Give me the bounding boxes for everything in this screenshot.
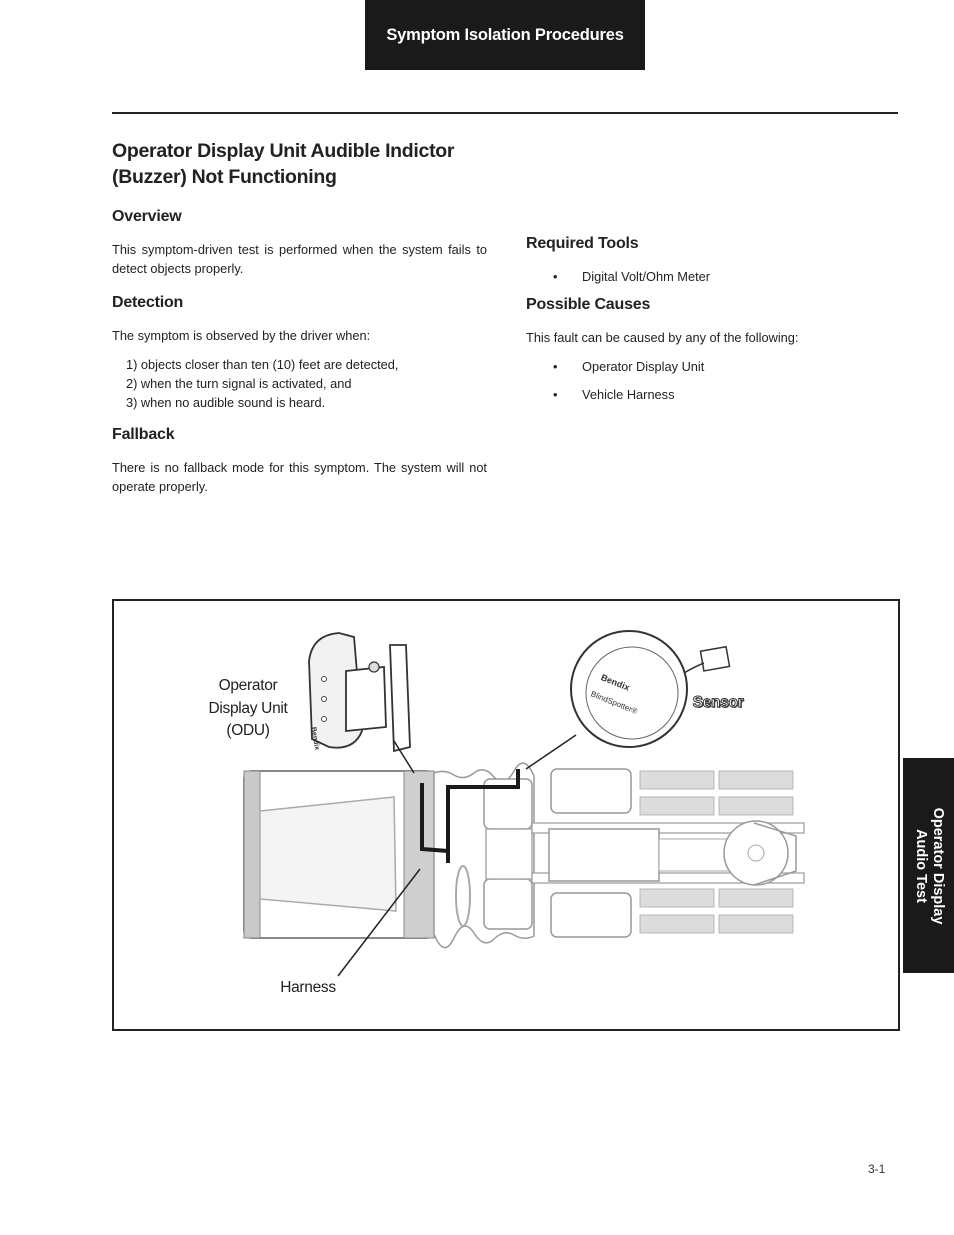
sensor-device-illustration [570,630,731,748]
harness-wire [420,769,520,863]
fallback-text: There is no fallback mode for this sympt… [112,460,487,494]
harness-leader-line [337,868,421,977]
header-tab-label: Symptom Isolation Procedures [386,25,624,44]
header-section-tab: Symptom Isolation Procedures [365,0,645,70]
required-tool-item: Digital Volt/Ohm Meter [526,267,898,286]
side-section-tab: Operator Display Audio Test [903,758,954,973]
detection-item: 3) when no audible sound is heard. [126,395,326,410]
system-diagram-figure: Bendix Bendix BlindSpotter® Operator Dis… [112,599,900,1031]
odu-label-line-3: (ODU) [226,722,270,739]
odu-label: Operator Display Unit (ODU) [196,675,300,743]
detection-heading: Detection [112,294,184,311]
possible-causes-heading: Possible Causes [526,296,651,313]
possible-cause-item: Operator Display Unit [526,357,898,376]
odu-device-illustration [308,632,411,753]
page-number: 3-1 [868,1162,886,1176]
fallback-heading: Fallback [112,426,175,443]
title-line-1: Operator Display Unit Audible Indictor [112,140,455,162]
overview-heading: Overview [112,208,182,225]
detection-intro: The symptom is observed by the driver wh… [112,328,371,343]
right-column: Required Tools Digital Volt/Ohm Meter Po… [526,235,898,414]
detection-list: 1) objects closer than ten (10) feet are… [126,355,487,412]
side-tab-label: Operator Display Audio Test [912,807,946,924]
possible-cause-item: Vehicle Harness [526,385,898,404]
sensor-leader-line [525,734,577,770]
overview-text: This symptom-driven test is performed wh… [112,242,487,276]
possible-causes-intro: This fault can be caused by any of the f… [526,330,799,345]
detection-item: 1) objects closer than ten (10) feet are… [126,357,399,372]
title-line-2: (Buzzer) Not Functioning [112,166,337,188]
odu-label-line-2: Display Unit [208,699,288,717]
required-tools-list: Digital Volt/Ohm Meter [526,267,898,286]
truck-cab-illustration [243,762,535,949]
possible-causes-list: Operator Display Unit Vehicle Harness [526,357,898,404]
harness-label: Harness [280,979,336,996]
side-tab-line-2: Audio Test [912,828,929,903]
truck-chassis-illustration [531,768,805,938]
sensor-label: Sensor [692,694,744,712]
detection-item: 2) when the turn signal is activated, an… [126,376,352,391]
header-rule [112,112,898,114]
left-column: Overview This symptom-driven test is per… [112,208,487,506]
vehicle-diagram-illustration: Bendix Bendix BlindSpotter® [243,630,805,977]
odu-brand-label: Bendix [309,727,320,751]
required-tools-heading: Required Tools [526,235,639,252]
side-tab-line-1: Operator Display [929,807,946,924]
odu-label-line-1: Operator [218,677,278,694]
page-title: Operator Display Unit Audible Indictor (… [112,138,532,190]
odu-leader-line [393,740,415,774]
